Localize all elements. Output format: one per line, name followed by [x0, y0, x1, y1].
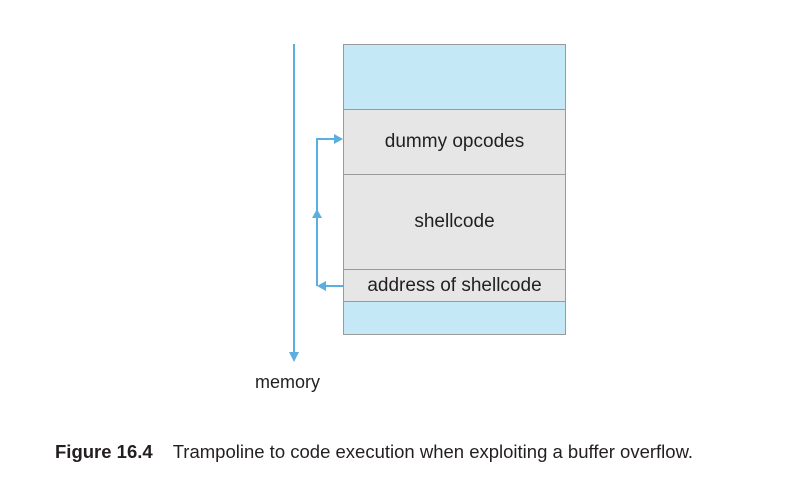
memory-block-bottom: [343, 301, 566, 335]
memory-block-address-of-shellcode: address of shellcode: [343, 269, 566, 302]
shellcode-label: shellcode: [414, 211, 495, 232]
memory-direction-arrow: [289, 44, 299, 362]
address-of-shellcode-label: address of shellcode: [367, 274, 542, 296]
memory-block-top: [343, 44, 566, 110]
dummy-opcodes-label: dummy opcodes: [384, 131, 525, 152]
memory-block-dummy-opcodes: dummy opcodes: [343, 109, 566, 175]
trampoline-arrow: [312, 134, 343, 291]
figure-caption: Figure 16.4 Trampoline to code execution …: [55, 441, 693, 463]
figure-caption-text: Trampoline to code execution when exploi…: [172, 441, 694, 462]
figure-number: Figure 16.4: [55, 441, 153, 462]
memory-label: memory: [255, 372, 321, 392]
memory-block-shellcode: shellcode: [343, 174, 566, 270]
